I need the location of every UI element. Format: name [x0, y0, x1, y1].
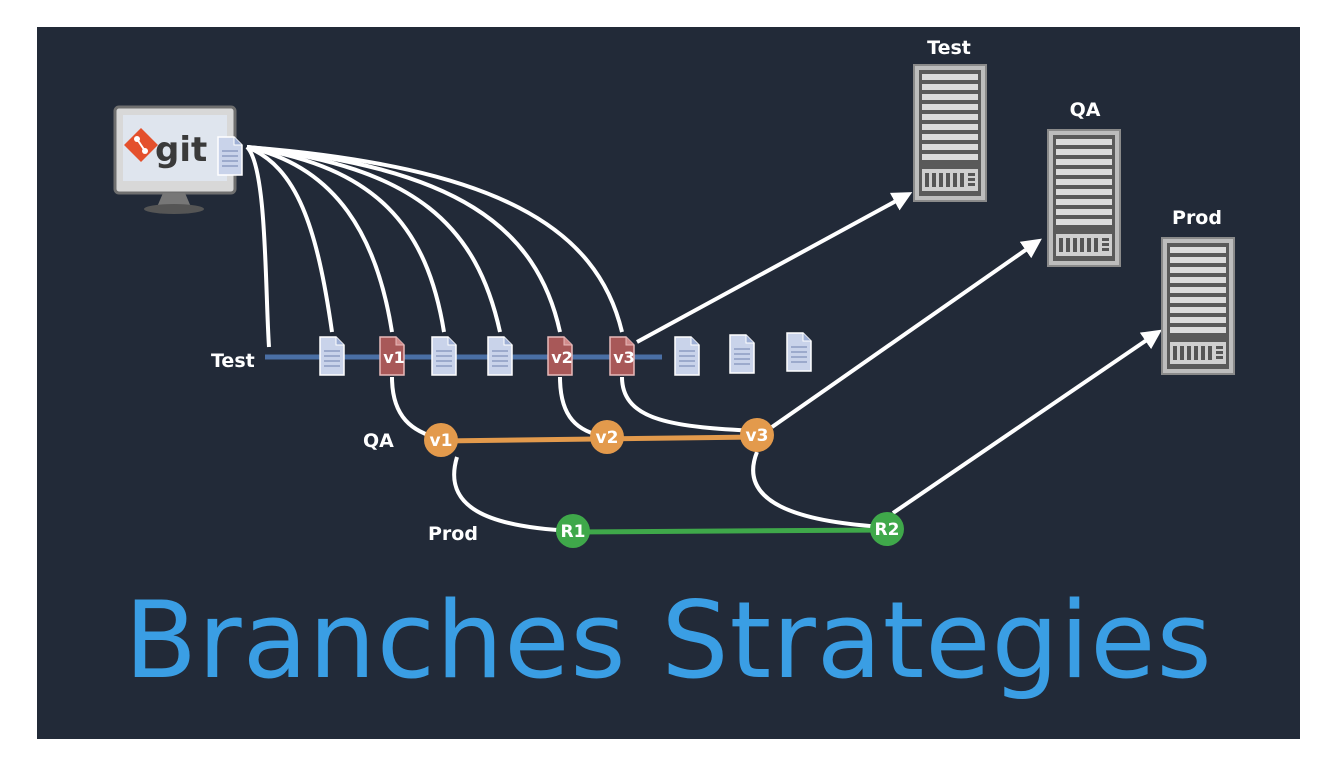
qa-server-label: QA	[1070, 99, 1101, 121]
git-logo-text: git	[155, 130, 207, 170]
prod-server-label: Prod	[1172, 207, 1222, 229]
prod-node-label: R1	[561, 522, 586, 542]
version-doc-v2: v2	[547, 336, 573, 376]
version-label: v3	[613, 348, 635, 367]
commit-doc-icon	[786, 332, 812, 372]
server-icon	[913, 64, 987, 202]
test-server: Test	[913, 37, 987, 202]
test-server-label: Test	[927, 37, 971, 59]
version-doc-v3: v3	[609, 336, 635, 376]
commit-doc-icon	[431, 336, 457, 376]
commit-doc-icon	[729, 334, 755, 374]
qa-node-v2: v2	[590, 420, 624, 454]
version-doc-v1: v1	[379, 336, 405, 376]
git-logo-icon	[124, 128, 158, 162]
version-label: v1	[383, 348, 405, 367]
qa-server: QA	[1047, 99, 1121, 267]
prod-node-r2: R2	[870, 512, 904, 546]
commit-curves	[245, 145, 886, 533]
branching-diagram: git Test QA Prod v1 v2	[113, 37, 1235, 548]
server-icon	[1047, 129, 1121, 267]
slide: git Test QA Prod v1 v2	[37, 27, 1300, 739]
commit-doc-icon	[487, 336, 513, 376]
prod-node-r1: R1	[556, 514, 590, 548]
deploy-arrows	[636, 192, 1162, 515]
server-icon	[1161, 237, 1235, 375]
qa-node-v1: v1	[424, 423, 458, 457]
commit-doc-icon	[217, 136, 243, 176]
version-label: v2	[551, 348, 573, 367]
qa-node-label: v2	[596, 428, 619, 448]
test-branch-label: Test	[211, 350, 255, 372]
prod-branch-line	[572, 527, 888, 535]
git-monitor-icon: git	[113, 105, 243, 214]
prod-node-label: R2	[875, 520, 900, 540]
qa-node-v3: v3	[740, 418, 774, 452]
qa-node-label: v1	[430, 431, 453, 451]
qa-branch-label: QA	[363, 430, 394, 452]
qa-node-label: v3	[746, 426, 769, 446]
prod-server: Prod	[1161, 207, 1235, 375]
prod-branch-label: Prod	[428, 523, 478, 545]
commit-doc-icon	[674, 336, 700, 376]
commit-doc-icon	[319, 336, 345, 376]
page-title: Branches Strategies	[124, 579, 1213, 702]
